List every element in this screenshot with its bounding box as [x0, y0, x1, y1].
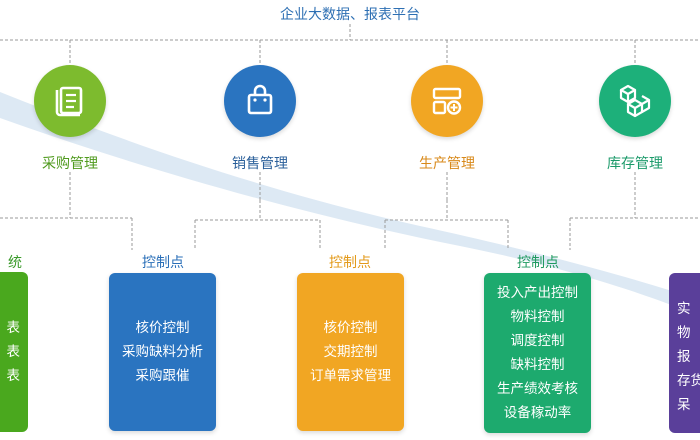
card-item: 交期控制 [323, 344, 378, 360]
module-sales: 销售管理 [205, 65, 315, 173]
control-point-label: 控制点 [142, 255, 184, 271]
card-item: 缺料控制 [510, 357, 565, 373]
control-point-label: 统 [8, 255, 22, 271]
card-item: 表 [6, 344, 21, 360]
module-label: 采购管理 [42, 156, 98, 172]
card-item: 实 [677, 301, 691, 317]
module-label: 生产管理 [419, 156, 475, 172]
list-scroll-icon [34, 65, 106, 137]
card-item: 物料控制 [510, 309, 565, 325]
card-item: 订单需求管理 [310, 368, 391, 384]
card-item: 表 [6, 368, 21, 384]
card-item: 物 [677, 325, 691, 341]
card-item: 调度控制 [510, 333, 565, 349]
card-item: 呆 [677, 397, 691, 413]
card-item: 核价控制 [135, 320, 190, 336]
bottom-connectors [0, 172, 700, 250]
control-point-label: 控制点 [517, 255, 559, 271]
module-label: 销售管理 [232, 156, 288, 172]
module-inventory: 库存管理 [580, 65, 690, 173]
card-item: 表 [6, 320, 21, 336]
stacked-boxes-icon [599, 65, 671, 137]
card-item: 报 [677, 349, 691, 365]
card-item: 存货 [677, 373, 700, 389]
card-item: 生产绩效考核 [497, 381, 578, 397]
control-card-production-order: 核价控制 交期控制 订单需求管理 [297, 273, 404, 431]
control-card-sales: 核价控制 采购缺料分析 采购跟催 [109, 273, 216, 431]
card-item: 投入产出控制 [497, 285, 578, 301]
platform-title: 企业大数据、报表平台 [280, 7, 420, 23]
control-card-production: 投入产出控制 物料控制 调度控制 缺料控制 生产绩效考核 设备稼动率 [484, 273, 591, 433]
module-label: 库存管理 [607, 156, 663, 172]
production-panel-icon [411, 65, 483, 137]
control-point-label: 控制点 [329, 255, 371, 271]
shopping-bag-icon [224, 65, 296, 137]
control-card-inventory: 实 物 报 存货 呆 [669, 273, 700, 433]
top-connectors [0, 24, 700, 66]
card-item: 核价控制 [323, 320, 378, 336]
card-item: 采购缺料分析 [122, 344, 203, 360]
module-production: 生产管理 [392, 65, 502, 173]
control-card-procurement: 表 表 表 [0, 272, 28, 432]
module-procurement: 采购管理 [15, 65, 125, 173]
card-item: 设备稼动率 [503, 405, 572, 421]
card-item: 采购跟催 [135, 368, 190, 384]
